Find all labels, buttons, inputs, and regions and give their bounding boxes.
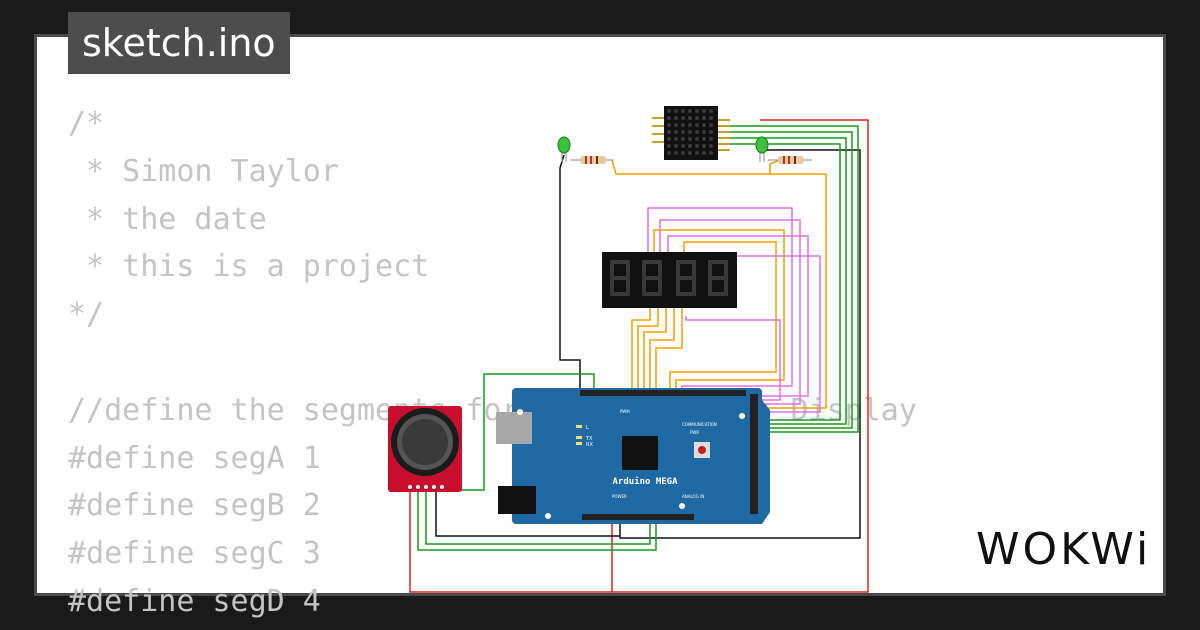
led-matrix[interactable] xyxy=(652,106,730,160)
board-led-label-l: L xyxy=(586,425,589,431)
seven-segment-display[interactable] xyxy=(602,252,737,308)
board-pwm-label: PWM xyxy=(620,409,630,414)
led-matrix-pins xyxy=(652,117,730,151)
green-led-right[interactable] xyxy=(755,136,769,162)
code-line: * Simon Taylor xyxy=(68,153,339,189)
green-wires xyxy=(417,125,859,551)
board-analog-label: ANALOG IN xyxy=(682,494,704,499)
code-line: * the date xyxy=(68,201,267,237)
analog-power-header xyxy=(582,514,694,520)
board-led-label-tx: TX xyxy=(585,436,593,442)
board-pwr-label: PWR xyxy=(690,430,699,435)
digital-header-top xyxy=(580,390,746,396)
arduino-mega-board[interactable]: Arduino MEGA PWM COMMUNICATION POWER ANA… xyxy=(496,388,770,524)
orange-wires xyxy=(611,159,827,409)
digital-header-side xyxy=(750,394,758,514)
resistor-left[interactable] xyxy=(570,156,614,164)
power-jack xyxy=(498,486,536,514)
board-power-label: POWER xyxy=(612,494,627,499)
file-tab-sketch[interactable]: sketch.ino xyxy=(68,12,290,74)
led-matrix-dots xyxy=(667,109,713,155)
seven-segment-digits xyxy=(610,260,728,296)
code-line: #define segA 1 xyxy=(68,440,321,476)
joystick-pins xyxy=(408,485,444,489)
board-communication-label: COMMUNICATION xyxy=(682,422,717,427)
code-line: #define segD 4 xyxy=(68,583,321,619)
board-name-label: Arduino MEGA xyxy=(612,476,678,487)
resistor-right[interactable] xyxy=(768,156,812,164)
pink-wires xyxy=(647,207,821,413)
black-wires xyxy=(435,149,861,539)
code-line: /* xyxy=(68,106,105,141)
code-line: */ xyxy=(68,297,105,333)
wokwi-logo: WOKWi xyxy=(976,524,1152,575)
mcu-chip xyxy=(622,436,658,470)
green-led-left[interactable] xyxy=(557,136,571,162)
usb-port xyxy=(496,412,532,444)
board-led-label-rx: RX xyxy=(586,442,593,448)
red-wires xyxy=(409,119,869,593)
code-line: #define segB 2 xyxy=(68,488,321,524)
code-line: #define segC 3 xyxy=(68,536,321,572)
code-line: * this is a project xyxy=(68,249,430,285)
reset-button-cap xyxy=(698,446,706,454)
joystick-module[interactable] xyxy=(388,406,462,492)
